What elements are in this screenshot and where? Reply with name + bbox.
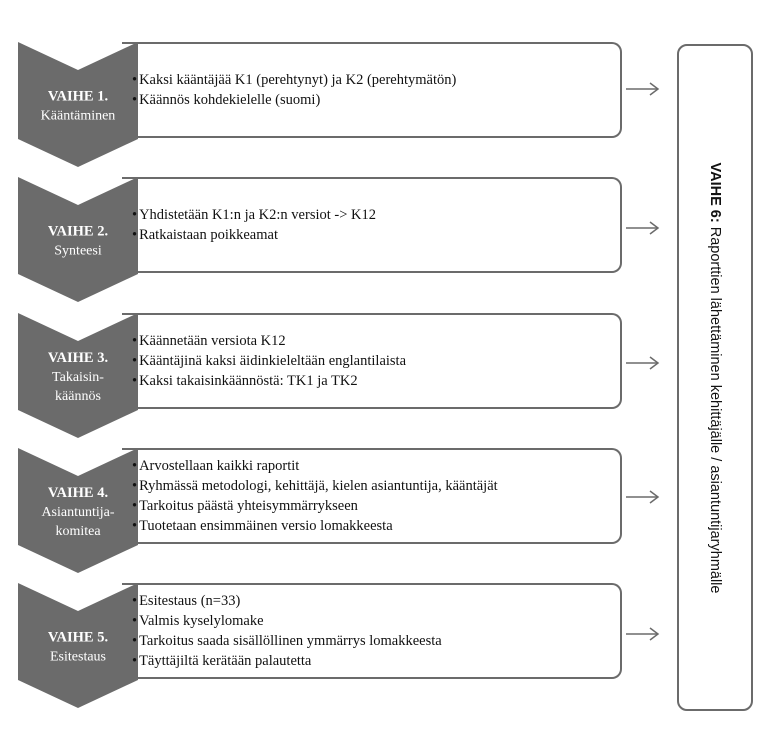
- stage-5-title: VAIHE 5.: [48, 630, 108, 646]
- bullet-item: Kaksi takaisinkäännöstä: TK1 ja TK2: [122, 371, 620, 391]
- bullet-item: Tarkoitus päästä yhteisymmärrykseen: [122, 496, 620, 516]
- stage-1-bullet-list: Kaksi kääntäjää K1 (perehtynyt) ja K2 (p…: [122, 44, 620, 110]
- stage-3-box: Käännetään versiota K12Kääntäjinä kaksi …: [122, 313, 622, 409]
- bullet-item: Valmis kyselylomake: [122, 611, 620, 631]
- stage-3-subtitle: Takaisin-: [52, 370, 104, 385]
- stage-1-title: VAIHE 1.: [48, 89, 108, 105]
- bullet-item: Esitestaus (n=33): [122, 591, 620, 611]
- bullet-item: Yhdistetään K1:n ja K2:n versiot -> K12: [122, 205, 620, 225]
- stage-6-description: Raporttien lähettäminen kehittäjälle / a…: [707, 222, 723, 593]
- stage-3-bullet-list: Käännetään versiota K12Kääntäjinä kaksi …: [122, 315, 620, 391]
- stage-6-box: VAIHE 6: Raporttien lähettäminen kehittä…: [677, 44, 753, 711]
- stage-2-subtitle: Synteesi: [54, 244, 102, 259]
- stage-1-chevron: [18, 42, 138, 167]
- bullet-item: Tarkoitus saada sisällöllinen ymmärrys l…: [122, 631, 620, 651]
- arrow-right-icon: [626, 356, 660, 370]
- stage-6-title: VAIHE 6:: [707, 162, 723, 223]
- stage-3-chevron: [18, 313, 138, 438]
- stage-6-text: VAIHE 6: Raporttien lähettäminen kehittä…: [707, 162, 723, 593]
- arrow-right-icon: [626, 490, 660, 504]
- stage-4-title: VAIHE 4.: [48, 485, 108, 501]
- stage-5-bullet-list: Esitestaus (n=33)Valmis kyselylomakeTark…: [122, 585, 620, 671]
- bullet-item: Käännetään versiota K12: [122, 331, 620, 351]
- stage-1-box: Kaksi kääntäjää K1 (perehtynyt) ja K2 (p…: [122, 42, 622, 138]
- stage-5-subtitle: Esitestaus: [50, 650, 106, 665]
- arrow-right-icon: [626, 221, 660, 235]
- stage-3-title: VAIHE 3.: [48, 350, 108, 366]
- bullet-item: Arvostellaan kaikki raportit: [122, 456, 620, 476]
- arrow-right-icon: [626, 627, 660, 641]
- bullet-item: Tuotetaan ensimmäinen versio lomakkeesta: [122, 516, 620, 536]
- bullet-item: Täyttäjiltä kerätään palautetta: [122, 651, 620, 671]
- bullet-item: Ratkaistaan poikkeamat: [122, 225, 620, 245]
- stage-3-subtitle: käännös: [55, 389, 101, 404]
- stage-1-subtitle: Kääntäminen: [41, 109, 116, 124]
- bullet-item: Ryhmässä metodologi, kehittäjä, kielen a…: [122, 476, 620, 496]
- arrow-right-icon: [626, 82, 660, 96]
- stage-5-chevron: [18, 583, 138, 708]
- stage-5-box: Esitestaus (n=33)Valmis kyselylomakeTark…: [122, 583, 622, 679]
- stage-4-box: Arvostellaan kaikki raportitRyhmässä met…: [122, 448, 622, 544]
- stage-2-bullet-list: Yhdistetään K1:n ja K2:n versiot -> K12R…: [122, 179, 620, 245]
- stage-4-subtitle: Asiantuntija-: [41, 505, 114, 520]
- stage-4-subtitle: komitea: [55, 524, 101, 539]
- bullet-item: Kääntäjinä kaksi äidinkieleltään englant…: [122, 351, 620, 371]
- stage-4-chevron: [18, 448, 138, 573]
- stage-2-chevron: [18, 177, 138, 302]
- bullet-item: Käännös kohdekielelle (suomi): [122, 90, 620, 110]
- bullet-item: Kaksi kääntäjää K1 (perehtynyt) ja K2 (p…: [122, 70, 620, 90]
- stage-2-box: Yhdistetään K1:n ja K2:n versiot -> K12R…: [122, 177, 622, 273]
- stage-2-title: VAIHE 2.: [48, 224, 108, 240]
- stage-4-bullet-list: Arvostellaan kaikki raportitRyhmässä met…: [122, 450, 620, 536]
